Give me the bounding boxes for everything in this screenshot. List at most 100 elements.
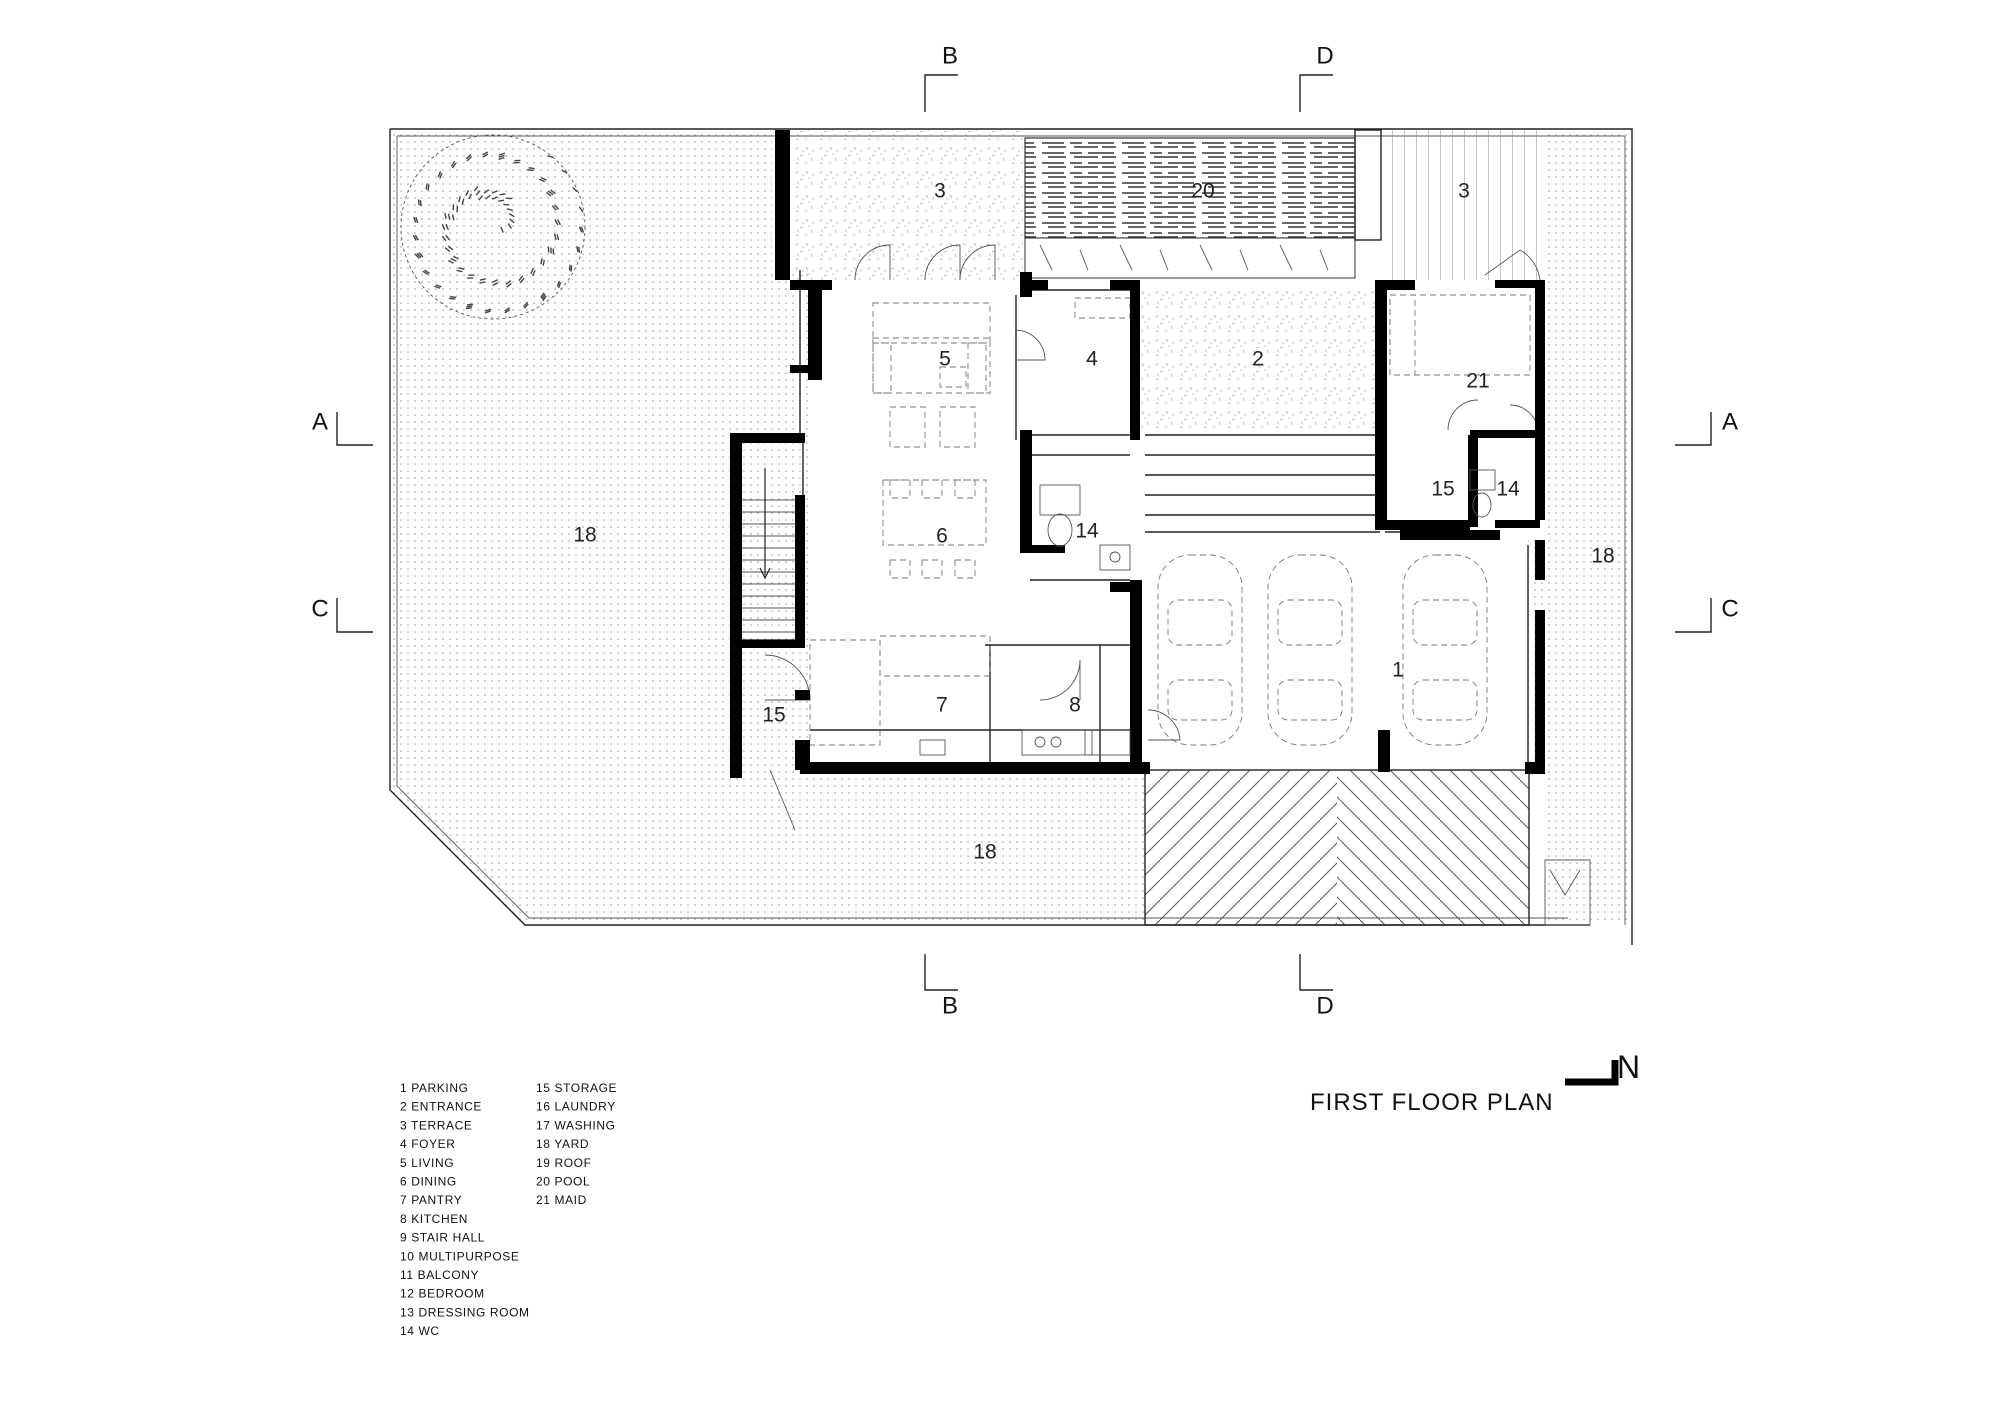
tree-leaf-mark — [473, 186, 479, 192]
tree-leaf-mark — [447, 213, 451, 220]
doors — [764, 244, 1591, 926]
tree-leaf-mark — [482, 151, 489, 156]
legend-item: 13 DRESSING ROOM — [400, 1305, 530, 1319]
tree-leaf-mark — [518, 275, 524, 281]
section-marker-c-left: C — [311, 595, 373, 633]
tree-leaf-mark — [444, 212, 447, 220]
tree-leaf-mark — [466, 156, 472, 162]
tree-leaf-mark — [465, 190, 470, 196]
wall-segment — [1400, 530, 1500, 540]
tree-leaf-mark — [451, 162, 457, 169]
tree-leaf-mark — [558, 281, 562, 289]
north-label: N — [1617, 1049, 1640, 1085]
tree-leaf-mark — [482, 153, 489, 158]
section-label-d-top: D — [1316, 42, 1333, 69]
tree-leaf-mark — [578, 226, 583, 233]
wall-segment — [1030, 280, 1048, 290]
legend-item: 4 FOYER — [400, 1137, 456, 1151]
tree-leaf-mark — [504, 307, 511, 312]
room-label-storage-left: 15 — [762, 704, 785, 727]
tree-leaf-mark — [491, 196, 498, 200]
wall-segment — [1375, 280, 1415, 290]
tree-leaf-mark — [425, 183, 428, 190]
tree-leaf-mark — [478, 195, 484, 201]
wall-segment — [730, 766, 742, 778]
tree-leaf-mark — [458, 196, 461, 203]
legend-item: 1 PARKING — [400, 1081, 469, 1095]
tree-leaf-mark — [452, 255, 459, 260]
section-label-d-bottom: D — [1316, 992, 1333, 1019]
tree-leaf-mark — [532, 269, 536, 277]
tree-leaf-mark — [484, 308, 492, 312]
room-label-storage-right: 15 — [1431, 478, 1454, 501]
tree-leaf-mark — [504, 309, 511, 314]
section-marker-b-bottom: B — [924, 954, 958, 1019]
tree-leaf-mark — [445, 223, 450, 230]
tree-leaf-mark — [498, 199, 505, 202]
room-label-yard-south: 18 — [973, 841, 996, 864]
furniture — [809, 294, 1531, 746]
room-label-terrace-right: 3 — [1458, 180, 1470, 203]
tree-leaf-mark — [419, 200, 422, 207]
room-label-living: 5 — [939, 348, 951, 371]
tree-leaf-mark — [561, 169, 568, 174]
section-label-b-top: B — [942, 42, 958, 69]
tree-leaf-mark — [461, 198, 465, 205]
tree-leaf-mark — [540, 292, 545, 299]
tree-leaf-mark — [424, 269, 430, 274]
tree-leaf-mark — [528, 166, 535, 170]
legend-item: 2 ENTRANCE — [400, 1100, 482, 1114]
car-icon — [1402, 554, 1488, 746]
tree-leaf-mark — [450, 296, 457, 299]
legend-item: 6 DINING — [400, 1175, 457, 1189]
tree-leaf-mark — [508, 213, 515, 218]
pool-deck-strip — [1354, 129, 1382, 241]
tree-leaf-mark — [554, 219, 559, 226]
tree-leaf-mark — [466, 303, 474, 306]
wall-segment — [808, 280, 822, 380]
wall-segment — [1378, 730, 1390, 772]
room-label-terrace-left: 3 — [934, 180, 946, 203]
tree-leaf-mark — [577, 246, 581, 253]
wall-segment — [1495, 520, 1540, 528]
tree-leaf-mark — [412, 234, 417, 241]
wall-segment — [1130, 280, 1140, 440]
legend-item: 11 BALCONY — [400, 1268, 479, 1282]
tree-leaf-mark — [415, 217, 419, 224]
room-label-dining: 6 — [936, 525, 948, 548]
room-label-foyer: 4 — [1086, 348, 1098, 371]
wall-segment — [1535, 610, 1545, 770]
tree-leaf-mark — [572, 187, 578, 193]
tree-leaf-mark — [492, 282, 499, 286]
tree-leaf-mark — [450, 160, 456, 167]
car-icon — [1157, 554, 1243, 746]
structural-walls — [730, 130, 1545, 778]
wall-segment — [730, 433, 742, 648]
wall-segment — [1525, 762, 1545, 774]
wall-segment — [790, 365, 808, 373]
tree-leaf-mark — [484, 310, 491, 314]
room-label-wc-center: 14 — [1075, 520, 1099, 543]
tree-leaf-mark — [450, 257, 457, 262]
tree-leaf-mark — [530, 267, 534, 274]
tree-leaf-mark — [449, 297, 456, 300]
tree-leaf-mark — [550, 189, 556, 195]
tree-leaf-mark — [485, 194, 491, 200]
wall-segment — [730, 648, 742, 778]
parked-cars — [1157, 554, 1488, 746]
section-marker-c-right: C — [1675, 595, 1739, 633]
tree-leaf-mark — [468, 193, 473, 200]
wall-segment — [775, 130, 790, 280]
tree-leaf-mark — [435, 284, 442, 288]
tree-leaf-mark — [509, 218, 515, 224]
wall-segment — [1110, 582, 1140, 592]
room-label-entrance: 2 — [1252, 348, 1264, 371]
tree-leaf-mark — [444, 247, 451, 253]
tree-leaf-mark — [447, 245, 454, 251]
room-label-yard-east: 18 — [1591, 545, 1614, 568]
legend-item: 12 BEDROOM — [400, 1287, 485, 1301]
car-icon — [1267, 554, 1353, 746]
entrance-area — [1133, 290, 1378, 435]
section-label-c-right: C — [1721, 595, 1738, 622]
